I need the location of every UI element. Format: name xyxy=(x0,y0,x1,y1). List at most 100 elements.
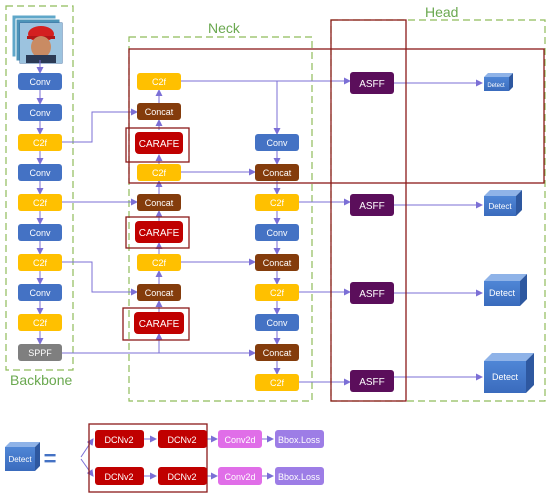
neck-conv-1: Conv xyxy=(255,134,299,151)
svg-text:Detect: Detect xyxy=(488,202,512,211)
svg-text:CARAFE: CARAFE xyxy=(139,139,180,150)
svg-text:Detect: Detect xyxy=(8,455,32,464)
svg-text:Conv: Conv xyxy=(266,228,288,238)
svg-text:Bbox.Loss: Bbox.Loss xyxy=(278,435,321,445)
neck-concat-2: Concat xyxy=(137,194,181,211)
svg-text:Concat: Concat xyxy=(263,348,292,358)
neck-c2f-5: C2f xyxy=(255,374,299,391)
svg-text:ASFF: ASFF xyxy=(359,377,385,388)
svg-text:Conv2d: Conv2d xyxy=(224,472,255,482)
highlight-carafe-1 xyxy=(125,127,190,163)
neck-c2f-2: C2f xyxy=(137,254,181,271)
svg-text:Conv: Conv xyxy=(29,228,51,238)
backbone-sppf: SPPF xyxy=(18,344,62,361)
bbox-loss-top: Bbox.Loss xyxy=(275,430,324,448)
neck-concat-1: Concat xyxy=(137,103,181,120)
equals-sign: = xyxy=(44,446,57,471)
svg-text:C2f: C2f xyxy=(152,77,167,87)
input-image xyxy=(11,14,63,64)
backbone-c2f-3: C2f xyxy=(18,254,62,271)
dcnv2-top-2: DCNv2 xyxy=(158,430,207,448)
highlight-top-row xyxy=(128,48,545,184)
svg-text:Concat: Concat xyxy=(145,198,174,208)
neck-carafe-3: CARAFE xyxy=(134,312,184,334)
asff-4: ASFF xyxy=(350,370,394,392)
neck-concat-4: Concat xyxy=(255,164,299,181)
backbone-title: Backbone xyxy=(10,372,72,388)
svg-text:DCNv2: DCNv2 xyxy=(167,472,196,482)
svg-text:SPPF: SPPF xyxy=(28,348,52,358)
dcnv2-bottom-2: DCNv2 xyxy=(158,467,207,485)
neck-carafe-1: CARAFE xyxy=(135,132,183,154)
neck-concat-3: Concat xyxy=(137,284,181,301)
detect-cube-1: Detect xyxy=(484,73,513,91)
svg-text:C2f: C2f xyxy=(33,258,48,268)
svg-text:Concat: Concat xyxy=(263,168,292,178)
svg-text:Conv: Conv xyxy=(29,168,51,178)
detect-cube-2: Detect xyxy=(484,190,522,216)
svg-text:DCNv2: DCNv2 xyxy=(104,472,133,482)
svg-text:Conv: Conv xyxy=(266,318,288,328)
backbone-conv-2: Conv xyxy=(18,104,62,121)
svg-text:Bbox.Loss: Bbox.Loss xyxy=(278,472,321,482)
svg-text:DCNv2: DCNv2 xyxy=(104,435,133,445)
svg-text:ASFF: ASFF xyxy=(359,201,385,212)
svg-text:Detect: Detect xyxy=(489,288,516,298)
neck-conv-2: Conv xyxy=(255,224,299,241)
highlight-carafe-2 xyxy=(125,216,190,249)
svg-text:Conv2d: Conv2d xyxy=(224,435,255,445)
svg-text:C2f: C2f xyxy=(33,198,48,208)
svg-text:CARAFE: CARAFE xyxy=(139,228,180,239)
svg-text:Conv: Conv xyxy=(29,288,51,298)
svg-text:Concat: Concat xyxy=(263,258,292,268)
neck-c2f-4: C2f xyxy=(255,284,299,301)
highlight-dcnv2 xyxy=(88,423,208,493)
svg-text:Concat: Concat xyxy=(145,107,174,117)
detect-cube-3: Detect xyxy=(484,274,527,306)
neck-c2f-3: C2f xyxy=(255,194,299,211)
svg-text:Conv: Conv xyxy=(29,108,51,118)
head-title: Head xyxy=(425,4,458,20)
svg-text:C2f: C2f xyxy=(33,138,48,148)
svg-text:Conv: Conv xyxy=(29,77,51,87)
backbone-conv-4: Conv xyxy=(18,224,62,241)
neck-concat-5: Concat xyxy=(255,254,299,271)
svg-text:Detect: Detect xyxy=(487,83,505,89)
backbone-conv-1: Conv xyxy=(18,73,62,90)
backbone-conv-3: Conv xyxy=(18,164,62,181)
asff-2: ASFF xyxy=(350,194,394,216)
svg-text:Detect: Detect xyxy=(492,372,519,382)
asff-1: ASFF xyxy=(350,72,394,94)
svg-text:Conv: Conv xyxy=(266,138,288,148)
neck-concat-6: Concat xyxy=(255,344,299,361)
backbone-c2f-4: C2f xyxy=(18,314,62,331)
dcnv2-top-1: DCNv2 xyxy=(95,430,144,448)
backbone-conv-5: Conv xyxy=(18,284,62,301)
highlight-asff-column xyxy=(330,19,407,402)
svg-text:C2f: C2f xyxy=(270,378,285,388)
conv2d-bottom: Conv2d xyxy=(218,467,262,485)
svg-text:C2f: C2f xyxy=(152,258,167,268)
svg-text:C2f: C2f xyxy=(270,198,285,208)
svg-text:CARAFE: CARAFE xyxy=(139,319,180,330)
conv2d-top: Conv2d xyxy=(218,430,262,448)
detect-legend-block: Detect xyxy=(5,442,40,471)
neck-carafe-2: CARAFE xyxy=(135,221,183,243)
svg-text:C2f: C2f xyxy=(33,318,48,328)
svg-text:C2f: C2f xyxy=(152,168,167,178)
neck-frame xyxy=(128,36,313,402)
asff-3: ASFF xyxy=(350,282,394,304)
svg-text:Concat: Concat xyxy=(145,288,174,298)
neck-c2f-1: C2f xyxy=(137,164,181,181)
backbone-c2f-1: C2f xyxy=(18,134,62,151)
svg-text:ASFF: ASFF xyxy=(359,289,385,300)
dcnv2-bottom-1: DCNv2 xyxy=(95,467,144,485)
bbox-loss-bottom: Bbox.Loss xyxy=(275,467,324,485)
connections xyxy=(36,60,483,480)
neck-conv-3: Conv xyxy=(255,314,299,331)
backbone-c2f-2: C2f xyxy=(18,194,62,211)
backbone-frame xyxy=(5,5,74,371)
svg-text:DCNv2: DCNv2 xyxy=(167,435,196,445)
detect-cube-4: Detect xyxy=(484,353,534,393)
